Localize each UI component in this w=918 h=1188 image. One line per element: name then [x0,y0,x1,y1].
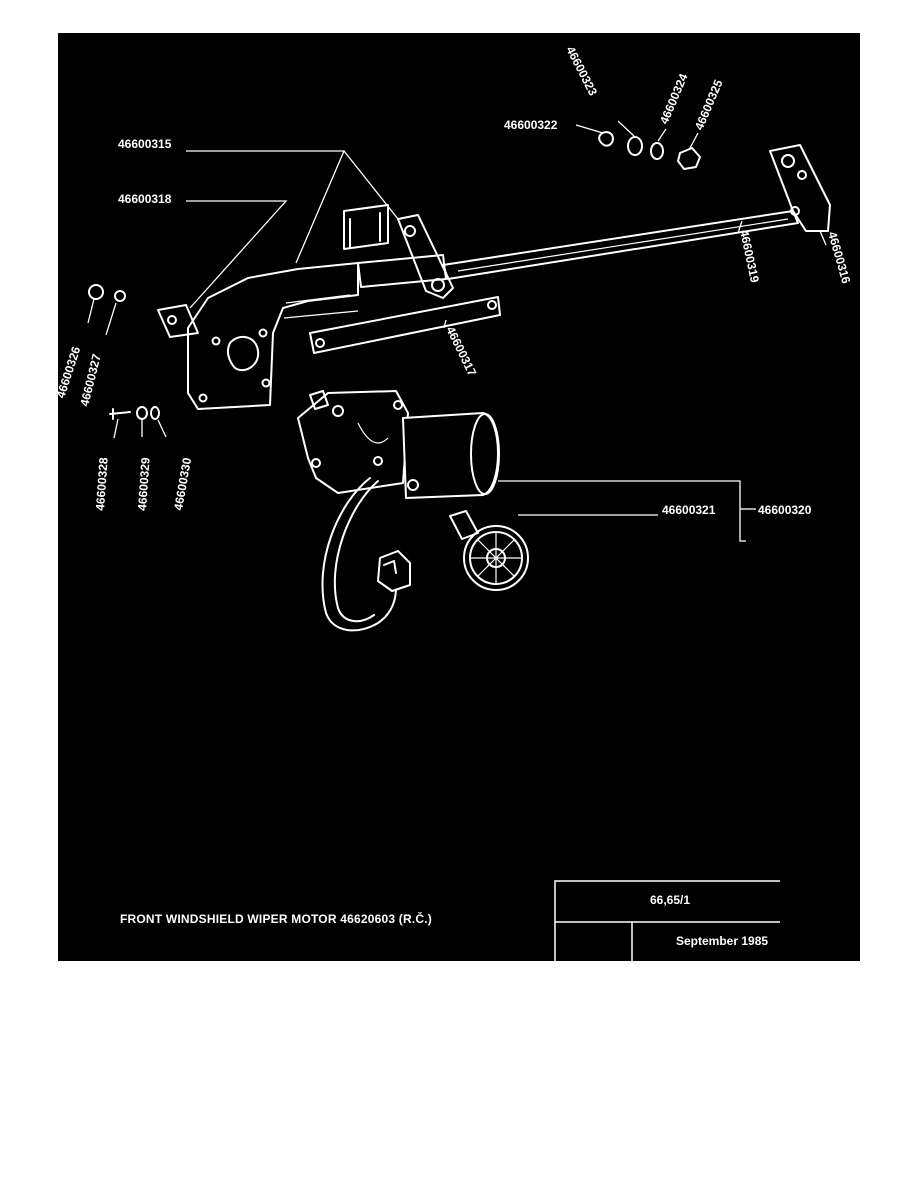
title-block: FRONT WINDSHIELD WIPER MOTOR 46620603 (R… [120,880,780,961]
wiper-motor [297,390,500,632]
label-46600323: 46600323 [563,44,600,98]
label-46600318: 46600318 [118,192,172,206]
label-46600317: 46600317 [443,324,479,378]
reference-code: 66,65/1 [650,893,690,907]
label-46600315: 46600315 [118,137,172,151]
label-46600320: 46600320 [758,503,812,517]
diagram-title: FRONT WINDSHIELD WIPER MOTOR 46620603 (R… [120,911,432,926]
mounting-bracket [157,262,359,410]
label-46600329: 46600329 [135,457,153,512]
label-46600327: 46600327 [77,352,104,408]
leader-lines [87,120,827,542]
connecting-rod-short [309,296,501,354]
revision-date: September 1985 [676,934,768,948]
connecting-rod-long [442,144,831,280]
label-46600321: 46600321 [662,503,716,517]
hardware-top [598,131,701,170]
crank-linkage [343,204,454,299]
wiper-motor-exploded-view: 46600315 46600318 46600322 46600323 4660… [58,44,853,961]
diagram-sheet: 46600315 46600318 46600322 46600323 4660… [58,33,860,961]
label-46600322: 46600322 [504,118,558,132]
hardware-left [88,284,160,420]
drive-gear [449,510,529,591]
label-46600325: 46600325 [692,77,726,132]
label-46600316: 46600316 [825,230,853,285]
label-46600324: 46600324 [657,71,691,126]
label-46600330: 46600330 [171,456,194,511]
label-46600319: 46600319 [737,229,762,284]
label-46600328: 46600328 [93,457,111,512]
